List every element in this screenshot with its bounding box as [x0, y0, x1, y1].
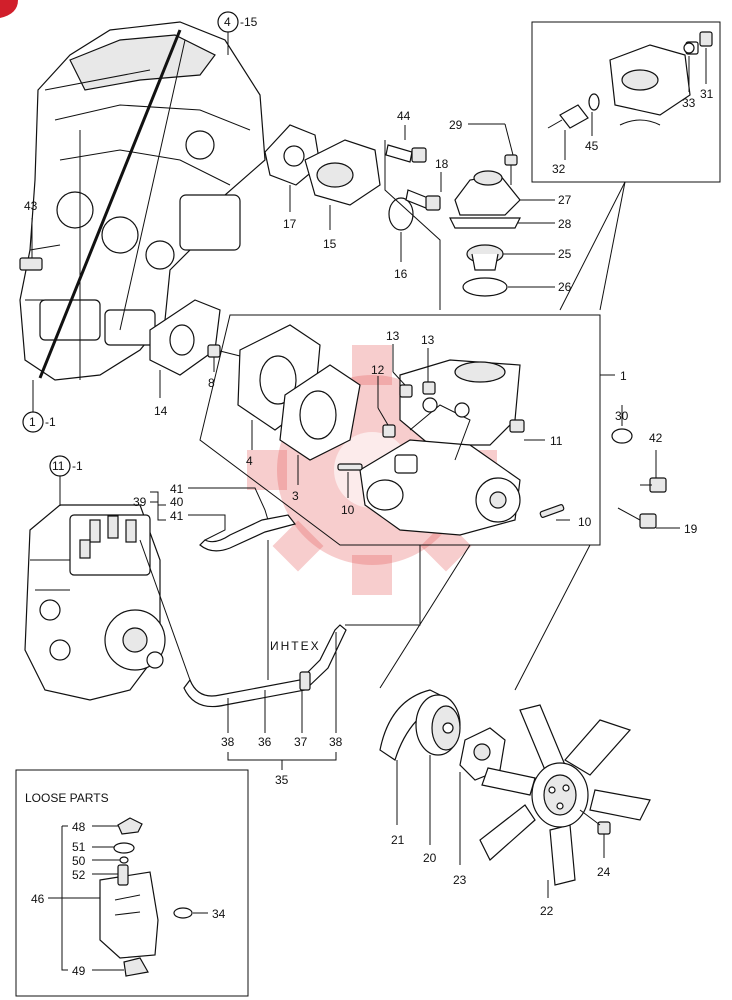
- gasket-28: 28: [449, 217, 572, 231]
- bolt-11: 11: [509, 419, 563, 448]
- bolt-19: 19: [617, 507, 698, 536]
- callout-1: 1: [620, 369, 627, 383]
- callout-37: 37: [294, 735, 308, 749]
- thermostat-25: 25: [466, 244, 572, 271]
- corner-badge: [0, 0, 18, 18]
- callout-23: 23: [453, 873, 467, 887]
- ref-4-15: 4 -15: [217, 11, 258, 55]
- bolt-24: 24: [579, 809, 611, 879]
- callout-52: 52: [72, 868, 86, 882]
- plug-13a: 13: [386, 329, 413, 398]
- callout-46: 46: [31, 892, 45, 906]
- callout-20: 20: [423, 851, 437, 865]
- callout-10: 10: [578, 515, 592, 529]
- washer-30: 30: [611, 405, 633, 444]
- callout-22: 22: [540, 904, 554, 918]
- bolt-29: 29: [449, 118, 518, 185]
- callout-35: 35: [275, 773, 289, 787]
- ref-label: -1: [45, 415, 56, 429]
- bolt-18: 18: [405, 157, 449, 211]
- callout-41: 41: [170, 509, 184, 523]
- callout-16: 16: [394, 267, 408, 281]
- callout-39: 39: [133, 495, 147, 509]
- callout-19: 19: [684, 522, 698, 536]
- callout-42: 42: [649, 431, 663, 445]
- cylinder-block: [19, 21, 266, 381]
- callout-49: 49: [72, 964, 86, 978]
- sensor-inset: 31 33 32 45: [531, 21, 721, 183]
- o-ring-26: 26: [462, 277, 572, 297]
- callout-12: 12: [371, 363, 385, 377]
- callout-50: 50: [72, 854, 86, 868]
- gasket-14: 14: [149, 299, 221, 418]
- callout-36: 36: [258, 735, 272, 749]
- ref-label: 1: [29, 415, 36, 429]
- callout-44: 44: [397, 109, 411, 123]
- ref-label: 4: [224, 15, 231, 29]
- spacer-23: 23: [453, 727, 506, 887]
- pin-10a: 10: [337, 463, 363, 517]
- loose-parts-title: LOOSE PARTS: [25, 791, 109, 805]
- fan-22: 22: [479, 704, 651, 918]
- callout-45: 45: [585, 139, 599, 153]
- pulley-20: 20: [415, 694, 461, 865]
- ref-1-1: 1 -1: [22, 380, 56, 433]
- watermark-text: ИНТЕХ: [270, 639, 321, 653]
- callout-21: 21: [391, 833, 405, 847]
- callout-30: 30: [615, 409, 629, 423]
- callout-13: 13: [386, 329, 400, 343]
- loose-parts-box: LOOSE PARTS 48 51 50 52 46 49 34: [15, 769, 249, 997]
- gasket-3: 3: [279, 364, 361, 503]
- plug-43: 43: [19, 199, 43, 271]
- plug-13b: 13: [421, 333, 436, 395]
- callout-28: 28: [558, 217, 572, 231]
- callout-32: 32: [552, 162, 566, 176]
- callout-43: 43: [24, 199, 38, 213]
- callout-29: 29: [449, 118, 463, 132]
- thermostat-housing-15: 15: [304, 139, 381, 251]
- ref-label: -15: [240, 15, 258, 29]
- pin-10b: 10: [539, 504, 592, 529]
- callout-18: 18: [435, 157, 449, 171]
- callout-27: 27: [558, 193, 572, 207]
- ref-11-1: 11 -1: [49, 455, 83, 506]
- injection-pump: [24, 504, 166, 701]
- callout-13: 13: [421, 333, 435, 347]
- bolt-44: 44: [385, 109, 427, 163]
- gasket-17: 17: [264, 124, 321, 231]
- plug-12: 12: [371, 363, 396, 438]
- hose-39-group: 41 40 41 39: [133, 482, 297, 552]
- callout-8: 8: [208, 376, 215, 390]
- callout-51: 51: [72, 840, 86, 854]
- callout-24: 24: [597, 865, 611, 879]
- callout-34: 34: [212, 907, 226, 921]
- bolt-8: 8: [207, 344, 241, 390]
- callout-3: 3: [292, 489, 299, 503]
- callout-38: 38: [221, 735, 235, 749]
- callout-25: 25: [558, 247, 572, 261]
- callout-10: 10: [341, 503, 355, 517]
- callout-26: 26: [558, 280, 572, 294]
- callout-15: 15: [323, 237, 337, 251]
- callout-41: 41: [170, 482, 184, 496]
- callout-4: 4: [246, 454, 253, 468]
- ref-label: -1: [72, 459, 83, 473]
- callout-38: 38: [329, 735, 343, 749]
- water-pump-assembly: 1: [199, 314, 627, 546]
- bolt-42: 42: [640, 431, 667, 493]
- callout-31: 31: [700, 87, 714, 101]
- water-outlet-27: 27: [454, 170, 572, 216]
- callout-33: 33: [682, 96, 696, 110]
- callout-40: 40: [170, 495, 184, 509]
- callout-17: 17: [283, 217, 297, 231]
- ref-label: 11: [52, 459, 65, 473]
- callout-14: 14: [154, 404, 168, 418]
- callout-11: 11: [550, 434, 563, 448]
- gasket-16: 16: [388, 197, 414, 281]
- callout-48: 48: [72, 820, 86, 834]
